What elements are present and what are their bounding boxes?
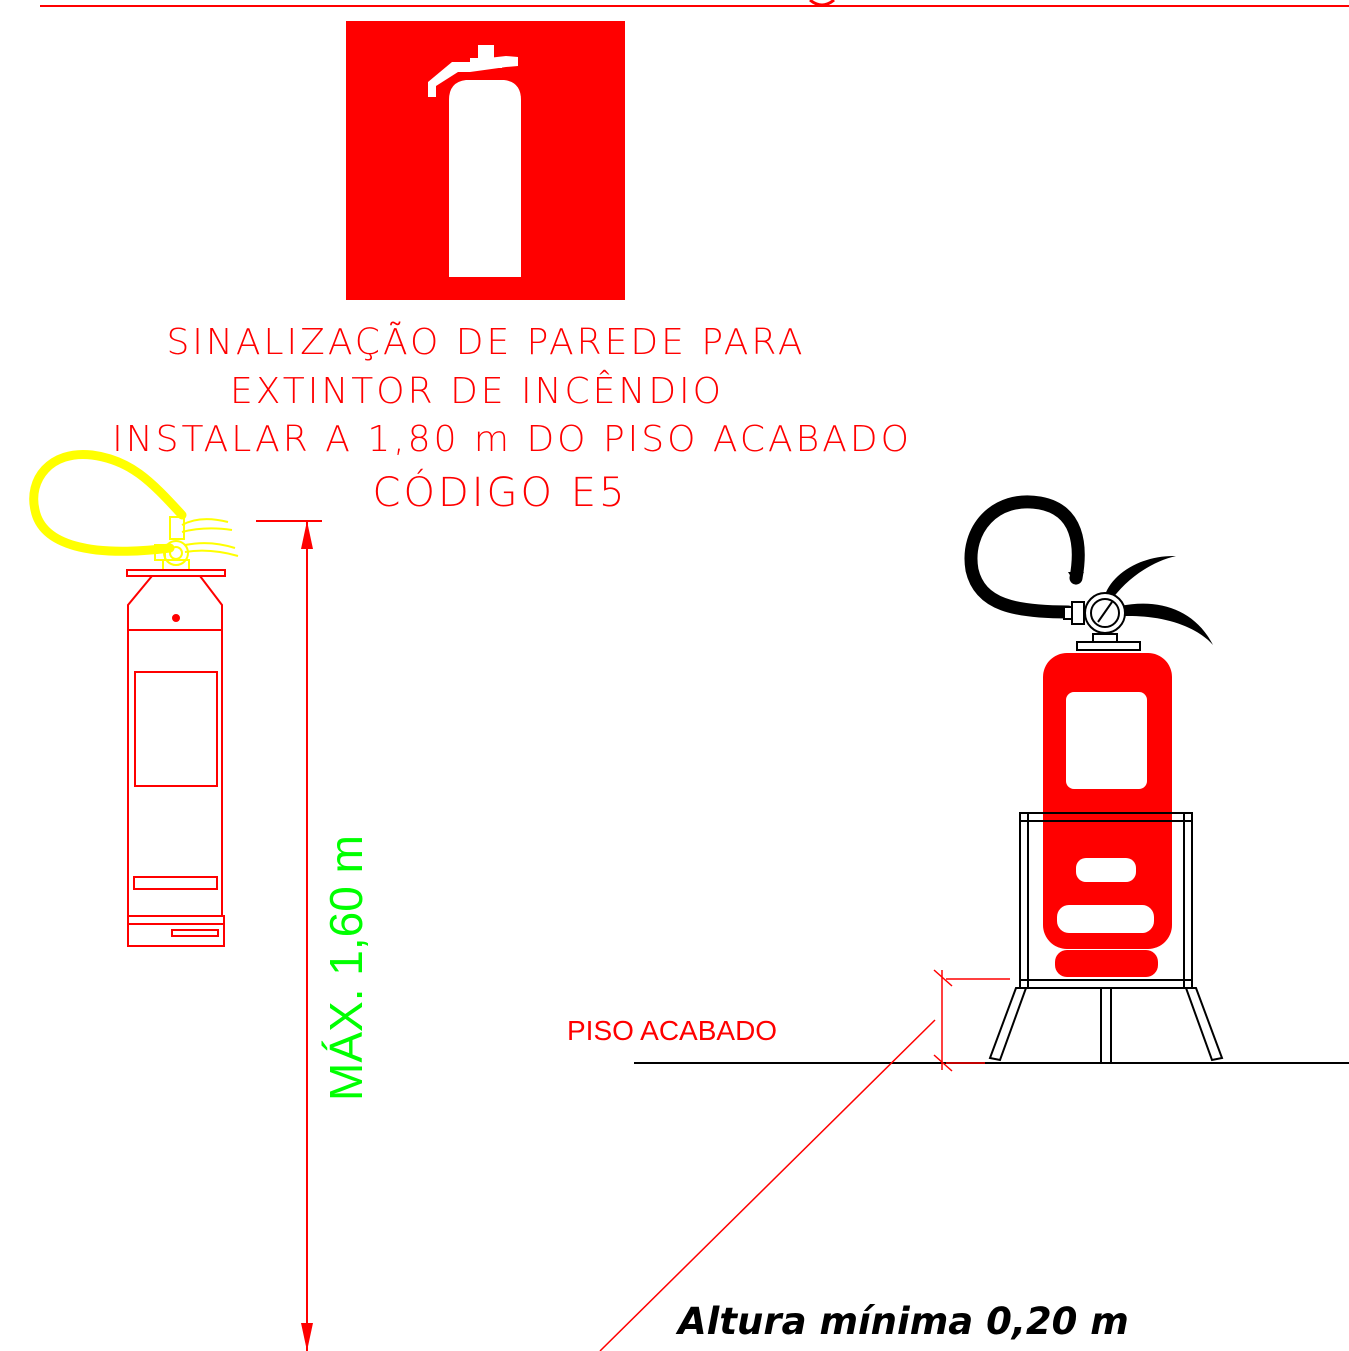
hose-nozzle [1068, 572, 1084, 585]
extinguisher-stand [988, 812, 1224, 1064]
caption-line-4: CÓDIGO E5 [373, 468, 628, 516]
caption-line-1: SINALIZAÇÃO DE PAREDE PARA [166, 321, 805, 363]
yellow-hose [29, 449, 187, 556]
min-height-label: Altura mínima 0,20 m [675, 1300, 1129, 1343]
cylinder-label-area [1066, 692, 1147, 789]
fire-extinguisher-sign [346, 21, 625, 300]
cylinder-band-1 [1076, 858, 1136, 882]
caption-line-3: INSTALAR A 1,80 m DO PISO ACABADO [112, 419, 912, 460]
fire-extinguisher-stand-icon [599, 495, 1224, 1351]
cylinder-base [1055, 950, 1158, 977]
cylinder-band-2 [1057, 905, 1154, 933]
lower-handle [1120, 603, 1213, 645]
floor-label: PISO ACABADO [567, 1015, 777, 1046]
black-hose [964, 495, 1085, 619]
fire-extinguisher-sign-icon [428, 45, 521, 277]
caption-line-2: EXTINTOR DE INCÊNDIO [230, 370, 724, 412]
valve-head [154, 516, 239, 571]
top-border-fragment [809, 0, 835, 7]
pressure-gauge [1063, 592, 1141, 651]
max-height-dimension [256, 520, 322, 1351]
sign-caption: SINALIZAÇÃO DE PAREDE PARA EXTINTOR DE I… [112, 321, 912, 516]
wall-extinguisher-body [126, 569, 226, 947]
min-height-dimension [599, 969, 1010, 1351]
fire-extinguisher-wall-icon [29, 449, 239, 947]
max-height-label: MÁX. 1,60 m [320, 835, 372, 1101]
